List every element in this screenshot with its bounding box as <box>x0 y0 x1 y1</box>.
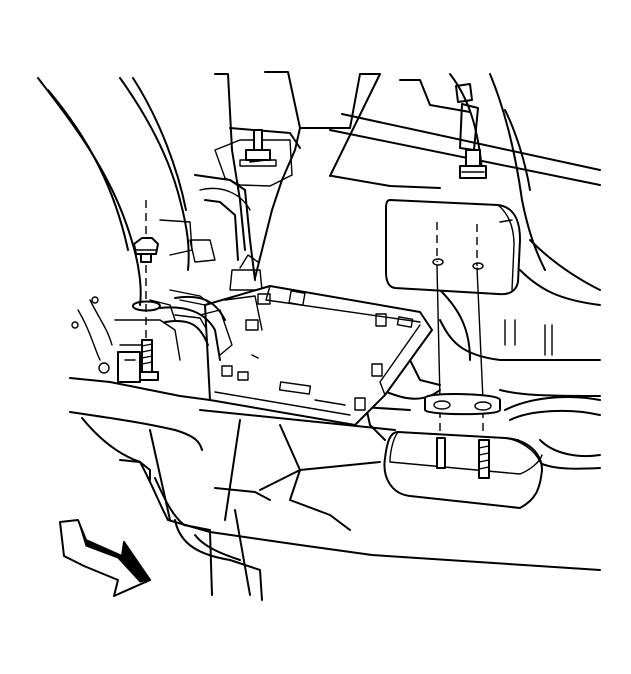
upper-stud <box>239 129 277 167</box>
left-fastener <box>117 200 161 383</box>
gasket <box>424 393 501 416</box>
arrow-right-down-icon <box>59 519 151 597</box>
lower-bracket <box>383 431 543 509</box>
assembly-lines <box>436 222 484 440</box>
upper-cover <box>385 199 521 296</box>
wiring-harness <box>159 295 226 361</box>
pillar-fastener <box>459 149 487 179</box>
module-bracket <box>199 285 433 426</box>
